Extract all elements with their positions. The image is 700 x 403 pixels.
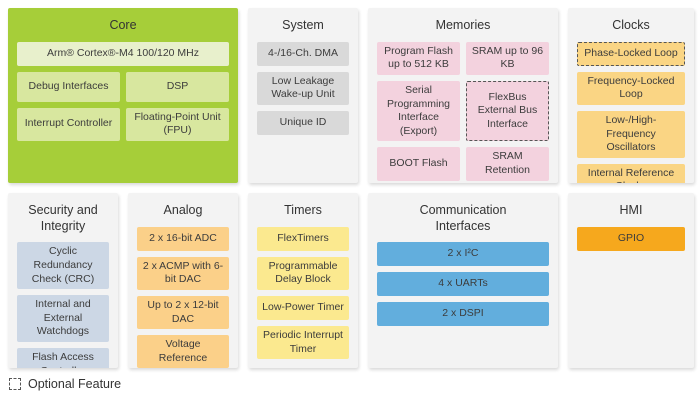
section-title-core: Core [109,18,137,32]
block-internal-reference-clocks: Internal Reference Clocks [577,163,685,183]
block-dspi: 2 x DSPI [377,302,549,327]
section-comm: Communication Interfaces 2 x I²C 4 x UAR… [368,193,558,368]
block-sram: SRAM up to 96 KB [466,41,549,75]
block-voltage-reference: Voltage Reference [137,335,229,368]
block-programmable-delay-block: Programmable Delay Block [257,256,349,290]
legend: Optional Feature [9,377,693,391]
block-gpio: GPIO [577,226,685,251]
block-periodic-interrupt-timer: Periodic Interrupt Timer [257,325,349,360]
block-phase-locked-loop: Phase-Locked Loop [577,41,685,66]
block-program-flash: Program Flash up to 512 KB [377,41,460,75]
block-dsp: DSP [126,71,229,102]
section-title-analog: Analog [163,203,203,217]
section-system: System 4-/16-Ch. DMA Low Leakage Wake-up… [248,8,358,183]
section-title-memories: Memories [435,18,491,32]
section-analog: Analog 2 x 16-bit ADC 2 x ACMP with 6-bi… [128,193,238,368]
block-flextimers: FlexTimers [257,226,349,251]
block-cortex-m4: Arm® Cortex®-M4 100/120 MHz [17,41,229,66]
block-boot-flash: BOOT Flash [377,147,460,181]
optional-feature-dashed-box-icon [9,378,21,390]
block-dac: Up to 2 x 12-bit DAC [137,295,229,330]
block-debug-interfaces: Debug Interfaces [17,71,120,102]
block-i2c: 2 x I²C [377,242,549,267]
block-serial-programming-interface: Serial Programming Interface (Export) [377,80,460,142]
block-adc: 2 x 16-bit ADC [137,226,229,251]
section-clocks: Clocks Phase-Locked Loop Frequency-Locke… [568,8,694,183]
section-title-hmi: HMI [619,203,643,217]
section-security: Security and Integrity Cyclic Redundancy… [8,193,118,368]
block-interrupt-controller: Interrupt Controller [17,107,120,141]
section-timers: Timers FlexTimers Programmable Delay Blo… [248,193,358,368]
block-fpu: Floating-Point Unit (FPU) [126,107,229,141]
section-memories: Memories Program Flash up to 512 KB SRAM… [368,8,558,183]
section-hmi: HMI GPIO [568,193,694,368]
section-title-clocks: Clocks [612,18,650,32]
block-acmp: 2 x ACMP with 6-bit DAC [137,256,229,290]
section-title-timers: Timers [284,203,322,217]
section-title-comm: Communication Interfaces [419,203,507,233]
section-title-security: Security and Integrity [28,203,98,233]
block-diagram: Core Arm® Cortex®-M4 100/120 MHz Debug I… [8,8,694,368]
block-dma: 4-/16-Ch. DMA [257,41,349,66]
block-oscillators: Low-/High-Frequency Oscillators [577,110,685,158]
block-crc: Cyclic Redundancy Check (CRC) [17,242,109,290]
block-sram-retention: SRAM Retention [466,147,549,181]
block-unique-id: Unique ID [257,110,349,135]
legend-label: Optional Feature [28,377,122,391]
block-watchdogs: Internal and External Watchdogs [17,295,109,343]
block-frequency-locked-loop: Frequency-Locked Loop [577,71,685,105]
block-llwu: Low Leakage Wake-up Unit [257,71,349,105]
block-uarts: 4 x UARTs [377,272,549,297]
section-title-system: System [282,18,324,32]
block-low-power-timer: Low-Power Timer [257,295,349,320]
section-core: Core Arm® Cortex®-M4 100/120 MHz Debug I… [8,8,238,183]
block-flash-access-controller: Flash Access Controller [17,348,109,368]
block-flexbus-external-bus-interface: FlexBus External Bus Interface [466,80,549,142]
